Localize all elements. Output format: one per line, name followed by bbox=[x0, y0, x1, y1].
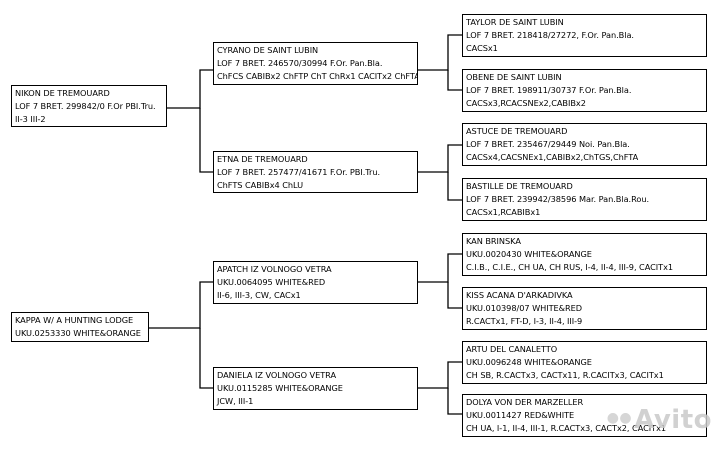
dds-registration: UKU.0096248 WHITE&ORANGE bbox=[466, 357, 592, 367]
dam-card: KAPPA W/ A HUNTING LODGE UKU.0253330 WHI… bbox=[11, 312, 149, 342]
sire-titles: II-3 III-2 bbox=[15, 114, 46, 124]
dam-registration: UKU.0253330 WHITE&ORANGE bbox=[15, 328, 141, 338]
sss-name: TAYLOR DE SAINT LUBIN bbox=[466, 17, 564, 27]
sds-card: ASTUCE DE TREMOUARD LOF 7 BRET. 235467/2… bbox=[462, 123, 707, 166]
ddd-card: DOLYA VON DER MARZELLER UKU.0011427 RED&… bbox=[462, 394, 707, 437]
sdd-card: BASTILLE DE TREMOUARD LOF 7 BRET. 239942… bbox=[462, 178, 707, 221]
sds-registration: LOF 7 BRET. 235467/29449 Noi. Pan.Bla. bbox=[466, 139, 630, 149]
sdd-titles: CACSx1,RCABIBx1 bbox=[466, 207, 541, 217]
sdd-registration: LOF 7 BRET. 239942/38596 Mar. Pan.Bla.Ro… bbox=[466, 194, 650, 204]
ddd-name: DOLYA VON DER MARZELLER bbox=[466, 397, 584, 407]
dsd-titles: R.CACTx1, FT-D, I-3, II-4, III-9 bbox=[466, 316, 583, 326]
sire-dam-card: ETNA DE TREMOUARD LOF 7 BRET. 257477/416… bbox=[213, 151, 418, 193]
dss-titles: C.I.B., C.I.E., CH UA, CH RUS, I-4, II-4… bbox=[466, 262, 674, 272]
sire-sire-name: CYRANO DE SAINT LUBIN bbox=[217, 45, 319, 55]
dam-name: KAPPA W/ A HUNTING LODGE bbox=[15, 315, 134, 325]
ddd-registration: UKU.0011427 RED&WHITE bbox=[466, 410, 575, 420]
sss-titles: CACSx1 bbox=[466, 43, 498, 53]
dds-name: ARTU DEL CANALETTO bbox=[466, 344, 558, 354]
dam-dam-name: DANIELA IZ VOLNOGO VETRA bbox=[217, 370, 337, 380]
sds-name: ASTUCE DE TREMOUARD bbox=[466, 126, 568, 136]
sss-card: TAYLOR DE SAINT LUBIN LOF 7 BRET. 218418… bbox=[462, 14, 707, 57]
dss-card: KAN BRINSKA UKU.0020430 WHITE&ORANGE C.I… bbox=[462, 233, 707, 276]
sdd-name: BASTILLE DE TREMOUARD bbox=[466, 181, 573, 191]
sire-dam-titles: ChFTS CABIBx4 ChLU bbox=[217, 180, 304, 190]
dam-dam-card: DANIELA IZ VOLNOGO VETRA UKU.0115285 WHI… bbox=[213, 367, 418, 410]
dss-name: KAN BRINSKA bbox=[466, 236, 521, 246]
dam-dam-titles: JCW, III-1 bbox=[217, 396, 254, 406]
sire-sire-registration: LOF 7 BRET. 246570/30994 F.Or. Pan.Bla. bbox=[217, 58, 383, 68]
sire-sire-titles: ChFCS CABIBx2 ChFTP ChT ChRx1 CACITx2 Ch… bbox=[217, 71, 418, 81]
dds-card: ARTU DEL CANALETTO UKU.0096248 WHITE&ORA… bbox=[462, 341, 707, 384]
dam-sire-name: APATCH IZ VOLNOGO VETRA bbox=[217, 264, 332, 274]
avito-dots-icon: ●● bbox=[606, 410, 633, 426]
ssd-name: OBENE DE SAINT LUBIN bbox=[466, 72, 562, 82]
dam-sire-registration: UKU.0064095 WHITE&RED bbox=[217, 277, 326, 287]
watermark-brand: Avito bbox=[634, 405, 712, 435]
sire-registration: LOF 7 BRET. 299842/0 F.Or PBI.Tru. bbox=[15, 101, 156, 111]
dam-sire-card: APATCH IZ VOLNOGO VETRA UKU.0064095 WHIT… bbox=[213, 261, 418, 304]
dam-dam-registration: UKU.0115285 WHITE&ORANGE bbox=[217, 383, 343, 393]
dsd-card: KISS ACANA D'ARKADIVKA UKU.010398/07 WHI… bbox=[462, 287, 707, 330]
ssd-registration: LOF 7 BRET. 198911/30737 F.Or. Pan.Bla. bbox=[466, 85, 632, 95]
dss-registration: UKU.0020430 WHITE&ORANGE bbox=[466, 249, 592, 259]
sire-dam-registration: LOF 7 BRET. 257477/41671 F.Or. PBI.Tru. bbox=[217, 167, 381, 177]
ddd-titles: CH UA, I-1, II-4, III-1, R.CACTx3, CACTx… bbox=[466, 423, 667, 433]
dds-titles: CH SB, R.CACTx3, CACTx11, R.CACITx3, CAC… bbox=[466, 370, 664, 380]
dsd-name: KISS ACANA D'ARKADIVKA bbox=[466, 290, 573, 300]
sds-titles: CACSx4,CACSNEx1,CABIBx2,ChTGS,ChFTA bbox=[466, 152, 639, 162]
sire-name: NIKON DE TREMOUARD bbox=[15, 88, 110, 98]
avito-watermark: ●●Avito bbox=[607, 405, 712, 435]
ssd-card: OBENE DE SAINT LUBIN LOF 7 BRET. 198911/… bbox=[462, 69, 707, 112]
sss-registration: LOF 7 BRET. 218418/27272, F.Or. Pan.Bla. bbox=[466, 30, 634, 40]
sire-dam-name: ETNA DE TREMOUARD bbox=[217, 154, 308, 164]
dam-sire-titles: II-6, III-3, CW, CACx1 bbox=[217, 290, 301, 300]
ssd-titles: CACSx3,RCACSNEx2,CABIBx2 bbox=[466, 98, 586, 108]
sire-sire-card: CYRANO DE SAINT LUBIN LOF 7 BRET. 246570… bbox=[213, 42, 418, 85]
sire-card: NIKON DE TREMOUARD LOF 7 BRET. 299842/0 … bbox=[11, 85, 167, 127]
dsd-registration: UKU.010398/07 WHITE&RED bbox=[466, 303, 583, 313]
